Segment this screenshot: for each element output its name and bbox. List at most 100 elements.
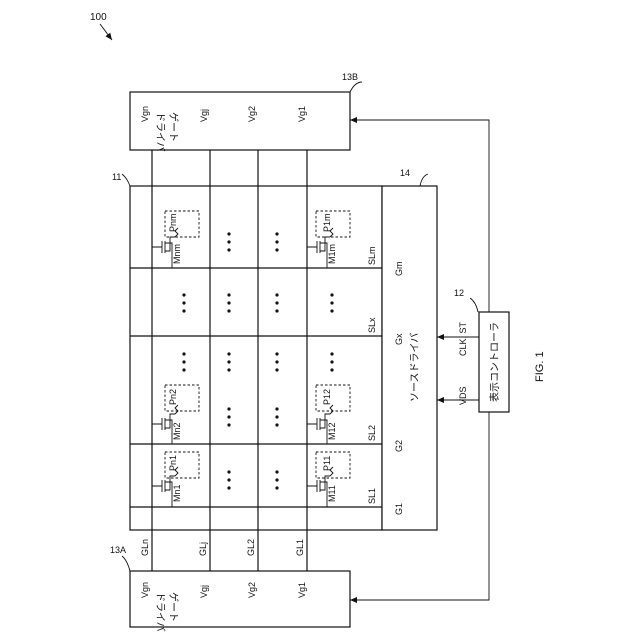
source-driver-output-gm: Gm [394,262,404,277]
ellipsis-dot [227,470,230,473]
display-controller-ref-leader [470,298,478,312]
ellipsis-dot [227,248,230,251]
gate-driver-top-ref: 13B [342,72,358,82]
ellipsis-dot [227,478,230,481]
display-controller-name: 表示コントローラ [488,322,501,402]
ellipsis-dot [182,368,185,371]
ellipsis-dot [227,352,230,355]
ellipsis-dot [182,301,185,304]
ellipsis-dot [227,301,230,304]
ellipsis-dot [275,240,278,243]
pixel-label-pnm: Pnm [168,213,178,232]
transistor-label-m12: M12 [327,422,337,440]
gate-driver-top-name2: ドライバ [154,112,166,152]
ellipsis-dot [275,232,278,235]
ellipsis-dot [182,360,185,363]
ellipsis-dot [182,352,185,355]
ellipsis-dot [182,293,185,296]
pixel-cell-1m: P1m M1m [307,211,350,268]
ellipsis-dot [227,423,230,426]
pixel-cell-nm: Pnm Mnm [152,211,199,268]
gate-driver-bottom-output-vgn: Vgn [140,582,150,598]
pixel-cell-12-connector [330,405,333,414]
figure-caption: FIG. 1 [534,351,546,382]
device-ref-label: 100 [90,12,107,23]
ellipsis-dot [275,309,278,312]
pixel-label-p1m: P1m [322,213,332,232]
ellipsis-dot [330,301,333,304]
pixel-cell-12: P12 M12 [307,385,350,444]
ellipsis-dot [227,407,230,410]
ellipsis-dot [275,352,278,355]
ellipsis-dot [227,368,230,371]
source-driver: 14 ソースドライバ G1 G2 Gx Gm [382,168,437,530]
gate-driver-top-ref-leader [350,82,362,92]
gate-driver-top-output-vgn: Vgn [140,106,150,122]
ellipsis-dot [227,293,230,296]
source-driver-name: ソースドライバ [409,333,421,402]
ellipsis-dot [275,368,278,371]
ellipsis-dot [275,478,278,481]
ellipsis-dot [275,423,278,426]
ellipsis-dot [330,352,333,355]
source-driver-ref-leader [420,174,428,186]
transistor-label-m11: M11 [327,485,337,502]
pixel-cell-n1: Pn1 Mn1 [152,452,199,507]
gate-driver-bottom-output-vgj: Vgj [199,585,209,598]
display-panel-ref: 11 [112,172,121,182]
source-line-label-slx: SLx [367,317,377,333]
ellipsis-dot [275,486,278,489]
source-driver-output-gx: Gx [394,333,404,345]
gate-driver-bottom-ref-leader [122,556,130,571]
gate-driver-top: 13B ゲート ドライバ Vgn Vgj Vg2 Vg1 [130,72,362,152]
ellipsis-dots [182,232,404,489]
ellipsis-dot [182,309,185,312]
gate-line-label-glj: GLj [198,542,208,556]
source-line-label-sl1: SL1 [367,488,377,504]
transistor-label-mnm: Mnm [172,244,182,264]
gate-driver-top-name1: ゲート [167,112,179,142]
source-driver-output-g1: G1 [394,503,404,515]
ellipsis-dot [330,309,333,312]
pixel-cell-11: P11 M11 [307,452,350,507]
gate-driver-bottom-name2: ドライバ [154,592,166,632]
signal-vds-label: VDS [458,386,468,405]
display-controller-ref: 12 [454,288,464,298]
gate-line-label-gl1: GL1 [295,539,305,556]
gate-driver-bottom-ref: 13A [110,545,126,555]
ellipsis-dot [275,407,278,410]
ellipsis-dot [330,360,333,363]
device-reference: 100 [90,12,112,40]
gate-driver-bottom-output-vg1: Vg1 [297,582,307,598]
ellipsis-dot [227,415,230,418]
ellipsis-dot [227,232,230,235]
ellipsis-dot [275,248,278,251]
pixel-label-p12: P12 [322,389,332,405]
pixel-label-p11: P11 [322,456,332,471]
signal-clk-label: CLK, ST [458,321,468,356]
ellipsis-dot [275,360,278,363]
ellipsis-dot [330,368,333,371]
ellipsis-dot [227,240,230,243]
pixel-label-pn1: Pn1 [168,455,178,471]
transistor-label-mn2: Mn2 [172,422,182,440]
ellipsis-dot [275,301,278,304]
display-panel-ref-leader [122,174,130,186]
device-ref-leader [100,24,112,40]
ellipsis-dot [227,309,230,312]
ellipsis-dot [275,415,278,418]
transistor-label-mn1: Mn1 [172,484,182,502]
gate-driver-top-output-vgj: Vgj [199,109,209,122]
gate-line-label-gln: GLn [140,539,150,556]
pixel-label-pn2: Pn2 [168,389,178,405]
source-line-label-slm: SLm [367,246,377,265]
transistor-label-m1m: M1m [327,244,337,264]
source-line-label-sl2: SL2 [367,425,377,441]
source-driver-ref: 14 [400,168,410,178]
pixel-cell-n2-connector [175,405,178,414]
ellipsis-dot [227,486,230,489]
ellipsis-dot [330,293,333,296]
pixel-cell-n2: Pn2 Mn2 [152,385,199,444]
gate-driver-bottom: 13A ゲート ドライバ Vgn Vgj Vg2 Vg1 [110,545,350,632]
